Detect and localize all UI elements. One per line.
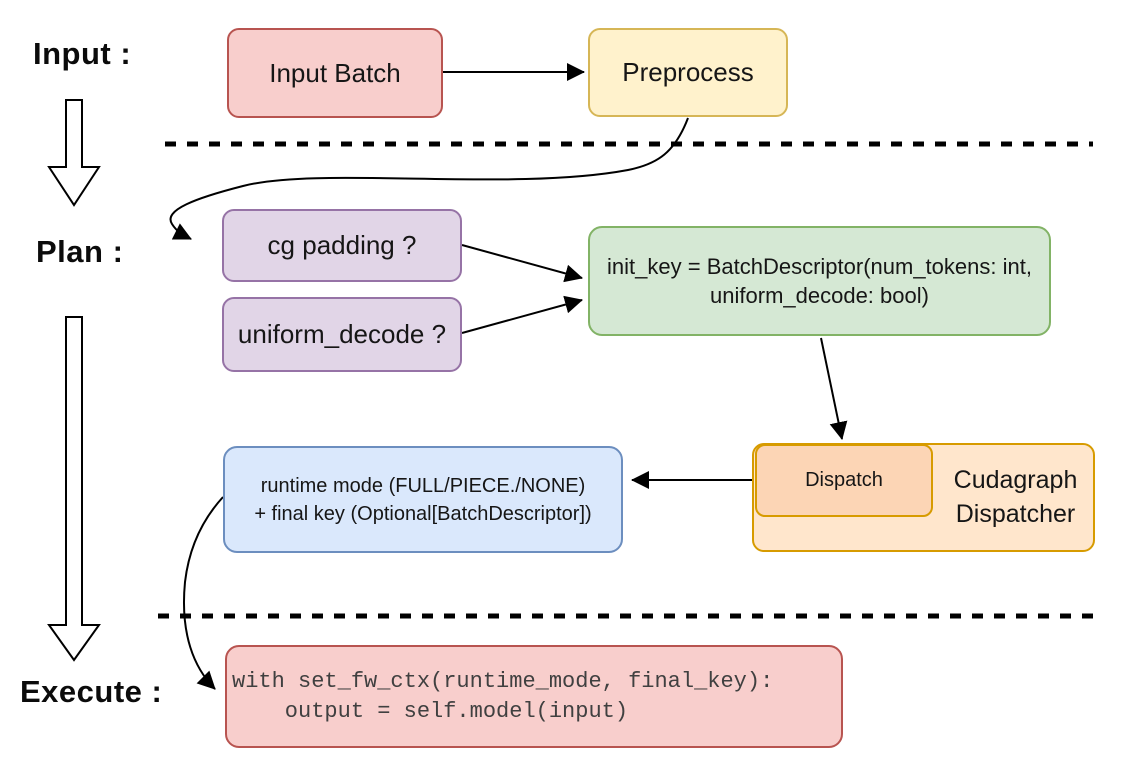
cudagraph-dispatcher-line1: Cudagraph	[953, 465, 1078, 494]
arrow-init-key-to-dispatch	[820, 337, 848, 440]
cudagraph-dispatcher-line2: Dispatcher	[955, 499, 1076, 528]
dispatch-box: Dispatch	[755, 444, 933, 517]
preprocess-box: Preprocess	[588, 28, 788, 117]
uniform-decode-label: uniform_decode ?	[237, 319, 447, 350]
runtime-mode-line2: + final key (Optional[BatchDescriptor])	[254, 502, 592, 525]
cg-padding-label: cg padding ?	[267, 230, 417, 261]
preprocess-label: Preprocess	[622, 57, 754, 88]
input-phase-label: Input :	[33, 36, 132, 71]
cg-padding-box: cg padding ?	[222, 209, 462, 282]
uniform-decode-box: uniform_decode ?	[222, 297, 462, 372]
execute-phase-label: Execute :	[20, 674, 163, 709]
input-phase-arrow	[47, 99, 101, 207]
execute-code-box: with set_fw_ctx(runtime_mode, final_key)…	[225, 645, 843, 748]
cudagraph-dispatcher-label: Cudagraph Dispatcher	[938, 443, 1093, 552]
arrow-preprocess-to-cg-padding	[169, 117, 689, 240]
arrow-uniform-decode-to-init-key	[461, 295, 583, 334]
dispatch-label: Dispatch	[805, 469, 883, 492]
input-batch-box: Input Batch	[227, 28, 443, 118]
arrow-cg-padding-to-init-key	[461, 244, 583, 283]
init-key-line1: init_key = BatchDescriptor(num_tokens: i…	[607, 253, 1032, 279]
execute-code-line1: with set_fw_ctx(runtime_mode, final_key)…	[232, 668, 774, 694]
input-batch-label: Input Batch	[269, 57, 401, 88]
plan-to-execute-phase-arrow	[47, 316, 101, 662]
plan-phase-label: Plan :	[36, 234, 124, 269]
init-key-box: init_key = BatchDescriptor(num_tokens: i…	[588, 226, 1051, 336]
runtime-mode-line1: runtime mode (FULL/PIECE./NONE)	[260, 474, 586, 497]
runtime-mode-box: runtime mode (FULL/PIECE./NONE) + final …	[223, 446, 623, 553]
execute-code-line2: output = self.model(input)	[232, 698, 629, 724]
arrow-runtime-mode-to-execute-code	[183, 496, 224, 690]
init-key-line2: uniform_decode: bool)	[710, 283, 929, 308]
